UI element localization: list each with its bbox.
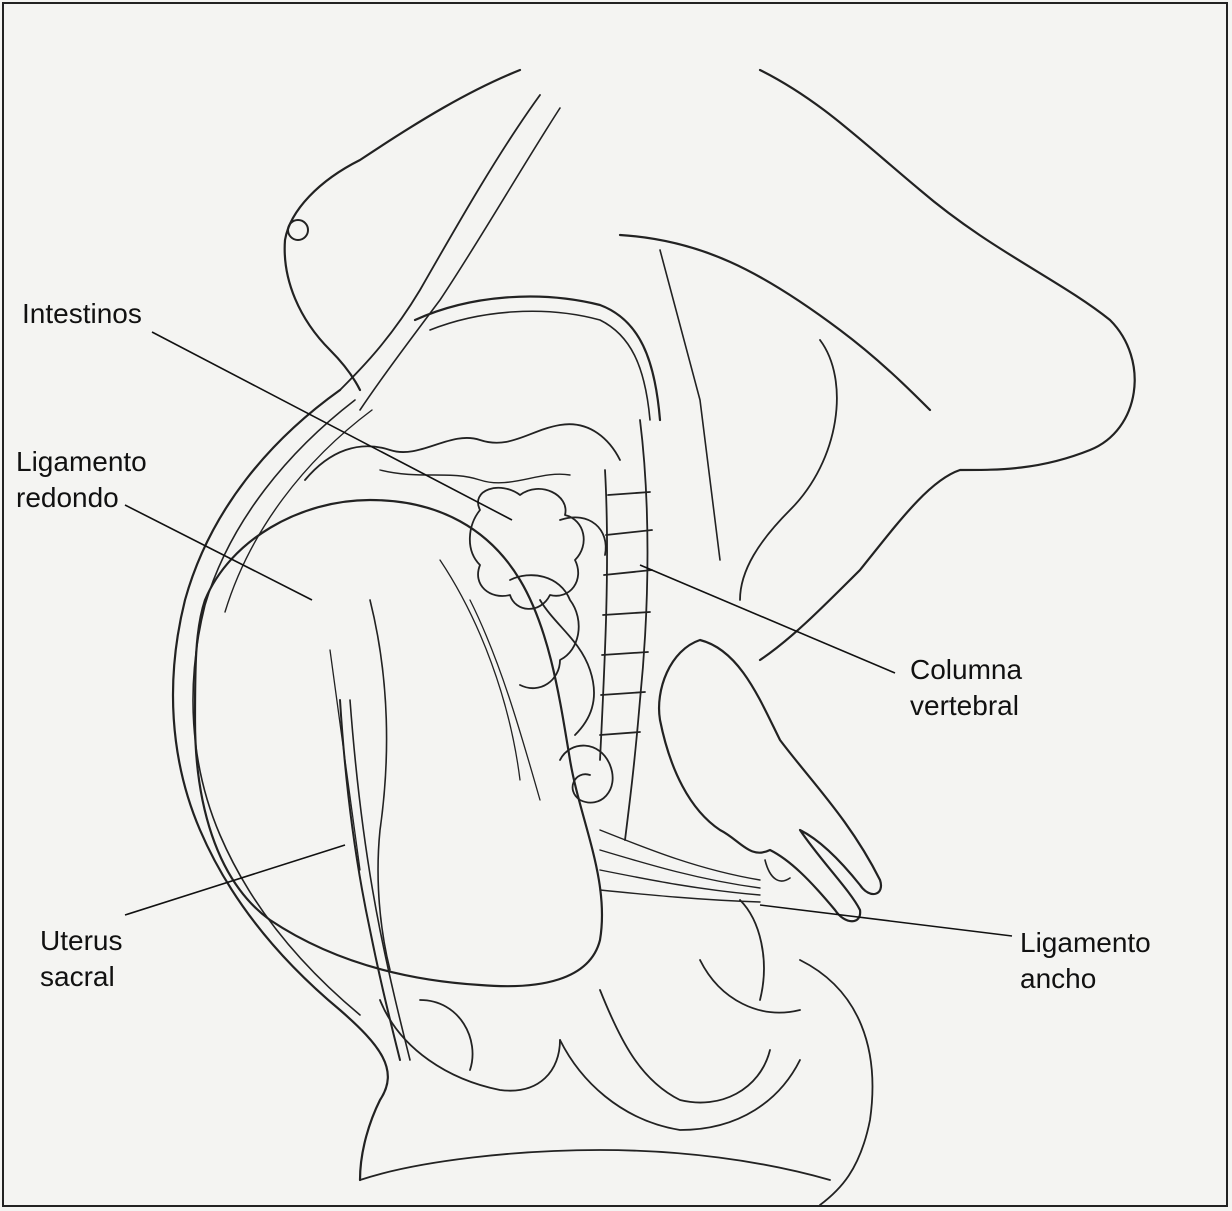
vertebral-column: [599, 419, 653, 841]
leader-ligamento-ancho: [759, 904, 1013, 937]
round-ligament: [339, 699, 401, 1061]
leader-lines: [124, 331, 1013, 937]
diaphragm: [413, 295, 662, 422]
label-uterus-sacral: Uterus sacral: [40, 925, 123, 992]
leader-intestinos: [151, 331, 513, 521]
arm-contour: [618, 233, 932, 412]
back-outline: [758, 68, 1136, 662]
hand: [658, 638, 883, 923]
label-columna-vertebral: Columna vertebral: [910, 654, 1023, 721]
ovary: [559, 744, 614, 804]
label-intestinos: Intestinos: [22, 298, 142, 329]
leader-uterus: [124, 844, 346, 916]
pelvic-structures: [359, 899, 874, 1206]
broad-ligament: [599, 829, 761, 903]
leader-ligamento-redondo: [124, 504, 313, 601]
mesentery: [304, 423, 621, 481]
leader-columna: [639, 564, 896, 674]
intestines: [468, 486, 607, 736]
arm-shadow: [659, 249, 721, 561]
label-ligamento-redondo: Ligamento redondo: [16, 446, 147, 513]
abdominal-wall: [171, 388, 389, 1182]
uterus: [193, 498, 604, 988]
label-ligamento-ancho: Ligamento ancho: [1020, 927, 1151, 994]
